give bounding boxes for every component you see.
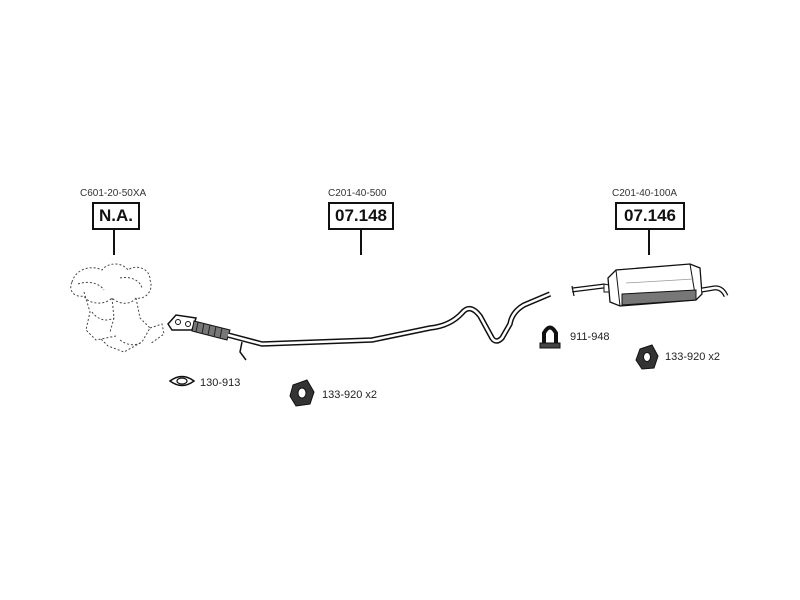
front-pipe-flex bbox=[167, 314, 231, 341]
ref-box-manifold: N.A. bbox=[92, 202, 140, 230]
clamp-icon bbox=[539, 325, 561, 349]
pipe-hanger-hook bbox=[239, 341, 247, 361]
part-code-rear-muffler: C201-40-100A bbox=[612, 188, 678, 199]
part-code-center-pipe: C201-40-500 bbox=[328, 188, 387, 199]
ref-box-rear-muffler: 07.146 bbox=[615, 202, 685, 230]
leader-line-manifold bbox=[113, 230, 115, 255]
clamp-label: 911-948 bbox=[570, 331, 610, 343]
rubber-mount-rear-label: 133-920 x2 bbox=[665, 351, 721, 363]
part-code-manifold: C601-20-50XA bbox=[80, 188, 147, 199]
rubber-mount-rear-icon bbox=[635, 344, 659, 370]
leader-line-rear-muffler bbox=[648, 230, 650, 255]
gasket-icon bbox=[168, 375, 196, 387]
exhaust-manifold-outline bbox=[70, 263, 165, 353]
rear-muffler bbox=[571, 263, 729, 307]
rubber-mount-label: 133-920 x2 bbox=[322, 389, 378, 401]
gasket-label: 130-913 bbox=[200, 377, 241, 389]
rubber-mount-icon bbox=[289, 379, 315, 407]
ref-box-center-pipe: 07.148 bbox=[328, 202, 394, 230]
leader-line-center-pipe bbox=[360, 230, 362, 255]
